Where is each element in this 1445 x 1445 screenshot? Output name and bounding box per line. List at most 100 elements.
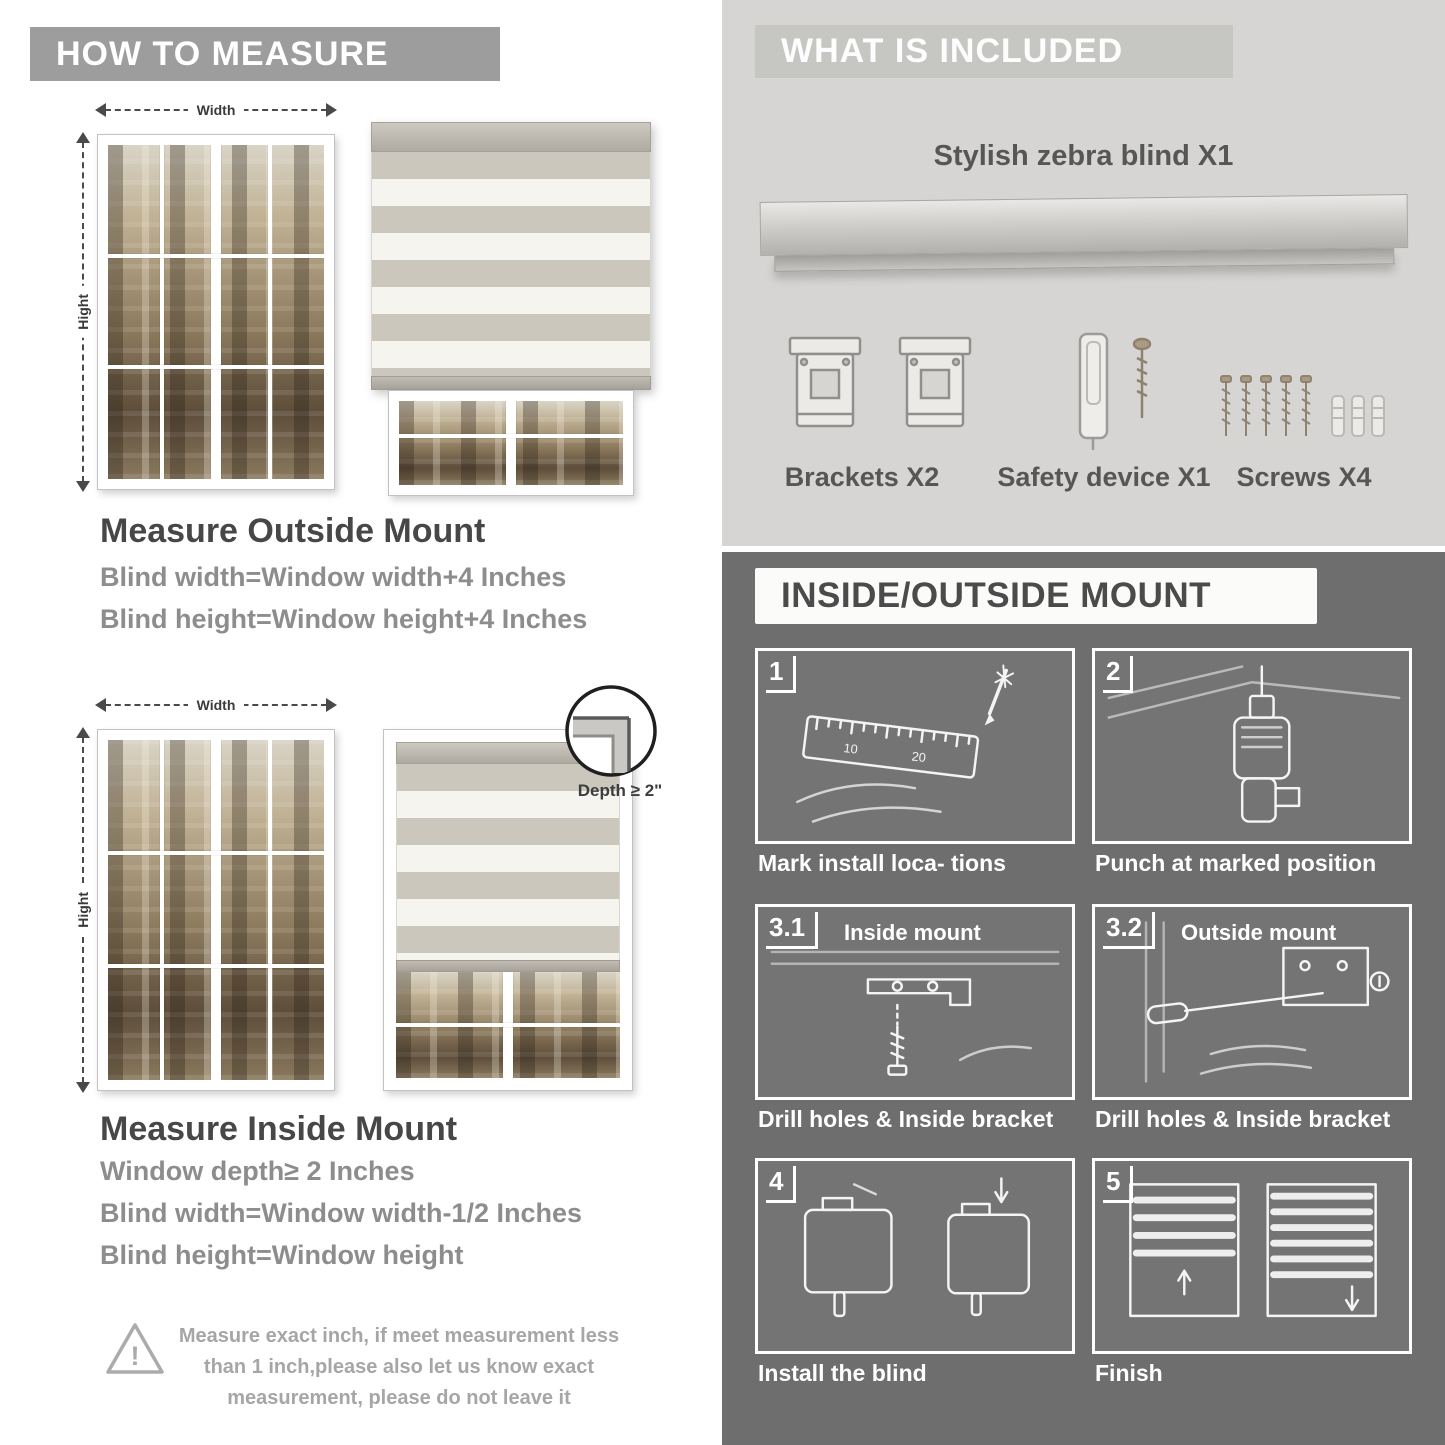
blind-bottom-rail xyxy=(396,960,620,972)
width-arrow: Width xyxy=(95,697,337,713)
brackets-icon xyxy=(788,336,972,428)
arrow-up-icon xyxy=(76,132,90,143)
step-caption: Mark install loca- tions xyxy=(758,850,1006,876)
window-muntin xyxy=(160,740,164,1080)
zebra-blind-illustration xyxy=(371,122,651,390)
headrail-bar xyxy=(759,194,1409,256)
product-label: Stylish zebra blind X1 xyxy=(933,140,1234,172)
arrow-down-icon xyxy=(76,1082,90,1093)
inside-mount-title: Measure Inside Mount xyxy=(100,1110,458,1148)
window-muntin xyxy=(108,851,324,856)
step-number: 2 xyxy=(1103,656,1134,693)
arrow-down-icon xyxy=(76,481,90,492)
window-muntin xyxy=(160,145,164,479)
height-label: Hight xyxy=(75,884,91,936)
blind-inside-frame xyxy=(396,742,620,972)
screws-icon xyxy=(1220,375,1385,437)
step-number: 1 xyxy=(766,656,797,693)
window-muntin xyxy=(399,434,623,439)
width-arrow: Width xyxy=(95,102,337,118)
zebra-blind-headrail-illustration xyxy=(759,194,1409,272)
inside-mount-figure: Width Hight xyxy=(75,685,662,1105)
screws-label: Screws X4 xyxy=(1236,462,1372,492)
depth-label: Depth ≥ 2" xyxy=(577,781,663,800)
window-muntin xyxy=(268,145,272,479)
step-2-drill-illustration xyxy=(1107,665,1401,823)
window-under-blind xyxy=(388,390,634,496)
safety-device-icon xyxy=(1078,332,1152,450)
brackets-label: Brackets X2 xyxy=(784,462,940,492)
window-muntin xyxy=(396,1023,620,1027)
inside-mount-rule-width: Blind width=Window width-1/2 Inches xyxy=(100,1198,583,1228)
width-label: Width xyxy=(187,102,245,118)
arrow-left-icon xyxy=(95,698,106,712)
blind-stripes xyxy=(396,764,620,960)
outside-mount-figure: Width Hight xyxy=(75,98,657,500)
step-1-mark-illustration: 10 20 xyxy=(796,664,1015,823)
safety-device-label: Safety device X1 xyxy=(997,462,1211,492)
what-is-included-section: WHAT IS INCLUDED Stylish zebra blind X1 xyxy=(722,0,1445,546)
window-muntin xyxy=(108,964,324,969)
warning-triangle-icon: ! xyxy=(106,1323,164,1374)
step-3-1-inside-bracket-illustration xyxy=(770,950,1060,1076)
window-muntin xyxy=(108,254,324,259)
inside-mount-rule-depth: Window depth≥ 2 Inches xyxy=(100,1156,415,1186)
step-title: Outside mount xyxy=(1181,920,1337,945)
step-caption: Drill holes & Inside bracket xyxy=(758,1106,1054,1132)
window-glass xyxy=(108,740,324,1080)
how-to-measure-banner: HOW TO MEASURE xyxy=(30,27,500,81)
window-glass xyxy=(399,401,623,485)
svg-text:10: 10 xyxy=(843,740,859,757)
step-box-1: 1 10 20 xyxy=(755,648,1075,844)
window-illustration xyxy=(97,729,335,1091)
height-arrow: Hight xyxy=(75,727,91,1093)
depth-callout-icon xyxy=(565,685,657,777)
arrow-right-icon xyxy=(326,698,337,712)
window-mullion xyxy=(506,401,516,485)
window-muntin xyxy=(108,365,324,370)
step-box-3-2: 3.2 Outside mount xyxy=(1092,904,1412,1100)
step-caption: Install the blind xyxy=(758,1360,927,1386)
step-caption: Punch at marked position xyxy=(1095,850,1377,876)
step-number: 3.1 xyxy=(766,912,819,949)
warning-text: Measure exact inch, if meet measurement … xyxy=(178,1325,620,1409)
inside-mount-window xyxy=(383,729,633,1091)
step-5-finish-illustration xyxy=(1129,1183,1377,1318)
step-4-install-illustration xyxy=(803,1177,1031,1318)
step-caption: Drill holes & Inside bracket xyxy=(1095,1106,1391,1132)
window-mullion xyxy=(211,145,221,479)
arrow-left-icon xyxy=(95,103,106,117)
window-glass xyxy=(396,972,620,1078)
svg-text:20: 20 xyxy=(911,748,927,765)
step-title: Inside mount xyxy=(844,920,981,945)
arrow-right-icon xyxy=(326,103,337,117)
step-box-4: 4 xyxy=(755,1158,1075,1354)
step-3-2-outside-bracket-illustration xyxy=(1144,921,1390,1083)
what-is-included-banner: WHAT IS INCLUDED xyxy=(755,25,1233,78)
mount-instructions-section: INSIDE/OUTSIDE MOUNT 1 10 20 Mark instal… xyxy=(722,552,1445,1445)
arrow-up-icon xyxy=(76,727,90,738)
inside-mount-rule-height: Blind height=Window height xyxy=(100,1240,464,1270)
mount-banner: INSIDE/OUTSIDE MOUNT xyxy=(755,568,1317,624)
step-number: 4 xyxy=(766,1166,797,1203)
height-arrow: Hight xyxy=(75,132,91,492)
outside-mount-rule-width: Blind width=Window width+4 Inches xyxy=(100,562,567,592)
step-box-5: 5 xyxy=(1092,1158,1412,1354)
window-glass xyxy=(108,145,324,479)
outside-mount-title: Measure Outside Mount xyxy=(100,512,486,550)
svg-text:!: ! xyxy=(131,1341,140,1371)
blind-stripes xyxy=(371,152,651,376)
window-mullion xyxy=(211,740,221,1080)
outside-mount-rule-height: Blind height=Window height+4 Inches xyxy=(100,604,588,634)
step-number: 5 xyxy=(1103,1166,1134,1203)
height-label: Hight xyxy=(75,286,91,338)
blind-bottom-rail xyxy=(371,376,651,390)
step-box-3-1: 3.1 Inside mount xyxy=(755,904,1075,1100)
window-illustration xyxy=(97,134,335,490)
step-box-2: 2 xyxy=(1092,648,1412,844)
window-muntin xyxy=(268,740,272,1080)
how-to-measure-section: HOW TO MEASURE Width Hight xyxy=(0,0,722,1445)
blind-cassette xyxy=(371,122,651,152)
step-number: 3.2 xyxy=(1103,912,1156,949)
step-caption: Finish xyxy=(1095,1360,1163,1386)
